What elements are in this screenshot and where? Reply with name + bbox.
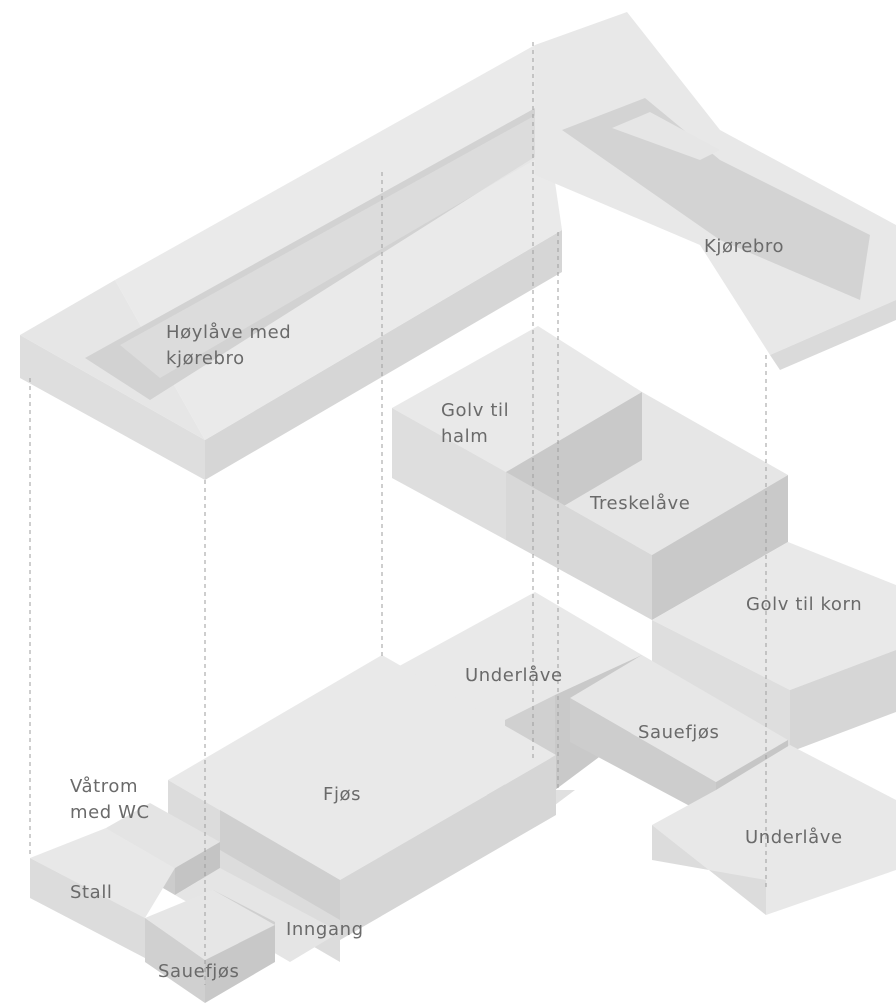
label-golv-halm-line1: Golv til bbox=[441, 400, 509, 421]
vatrom-top bbox=[106, 803, 220, 868]
kjorebro-volume bbox=[535, 12, 896, 370]
treskelave-right-wall bbox=[652, 475, 788, 620]
sauefjos-bottom-top bbox=[145, 890, 275, 960]
golv-korn-top bbox=[652, 542, 896, 690]
labels: Høylåve med kjørebro Kjørebro Golv til h… bbox=[70, 236, 862, 982]
sauefjos-mid-front bbox=[570, 698, 716, 820]
label-inngang: Inngang bbox=[286, 919, 364, 940]
hoylave-right-face bbox=[205, 230, 562, 480]
golv-halm-top bbox=[392, 326, 642, 472]
hoylave-ramp-top bbox=[120, 85, 620, 378]
golv-halm-volume bbox=[392, 326, 642, 540]
stall-top bbox=[30, 828, 175, 918]
fjos-right bbox=[340, 755, 556, 940]
treskelave-front bbox=[506, 472, 652, 620]
hoylave-front-face bbox=[20, 335, 205, 480]
kjorebro-edge-face bbox=[770, 300, 896, 370]
kjorebro-ramp-lip bbox=[612, 112, 720, 160]
label-stall: Stall bbox=[70, 882, 113, 903]
hoylave-volume bbox=[20, 45, 628, 480]
label-sauefjos-mid: Sauefjøs bbox=[638, 722, 719, 743]
golv-korn-front bbox=[652, 620, 790, 752]
golv-halm-front bbox=[392, 408, 506, 540]
treskelave-volume bbox=[506, 392, 788, 620]
stall-volume bbox=[30, 828, 175, 958]
label-hoylave-line1: Høylåve med bbox=[166, 322, 291, 343]
sauefjos-bottom-right bbox=[205, 925, 275, 1003]
golv-korn-volume bbox=[652, 542, 896, 752]
sauefjos-mid-top bbox=[570, 655, 788, 782]
label-vatrom-line1: Våtrom bbox=[70, 776, 138, 797]
underlave-right-front bbox=[652, 825, 766, 915]
underlave-right-volume bbox=[652, 745, 896, 915]
label-underlave-main: Underlåve bbox=[465, 665, 563, 686]
kjorebro-ramp-band bbox=[562, 98, 870, 300]
label-hoylave-line2: kjørebro bbox=[166, 348, 245, 369]
fjos-top bbox=[168, 655, 556, 880]
label-sauefjos-bottom: Sauefjøs bbox=[158, 961, 239, 982]
label-golv-korn: Golv til korn bbox=[746, 594, 862, 615]
sauefjos-bottom-front bbox=[145, 918, 205, 1003]
label-treskelave: Treskelåve bbox=[589, 493, 690, 514]
golv-korn-right bbox=[790, 650, 896, 752]
fjos-inner-wall bbox=[220, 810, 340, 920]
label-kjorebro: Kjørebro bbox=[704, 236, 784, 257]
label-fjos: Fjøs bbox=[323, 784, 361, 805]
sauefjos-bottom-volume bbox=[145, 890, 275, 1003]
label-underlave-right: Underlåve bbox=[745, 827, 843, 848]
label-golv-halm-line2: halm bbox=[441, 426, 488, 447]
vatrom-right bbox=[175, 842, 220, 895]
label-vatrom-line2: med WC bbox=[70, 802, 150, 823]
stall-front bbox=[30, 858, 145, 958]
vertical-guides bbox=[29, 42, 767, 985]
